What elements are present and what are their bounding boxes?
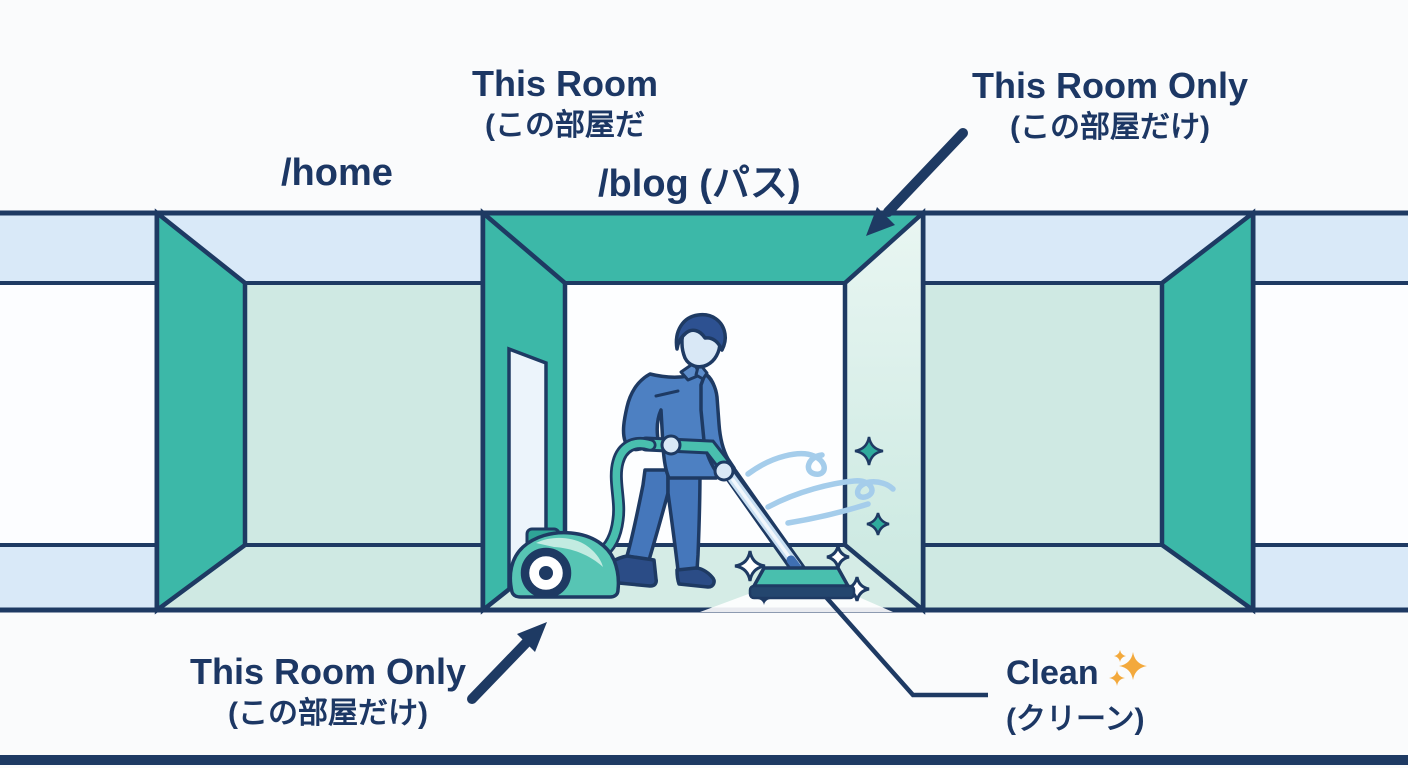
room-home bbox=[157, 213, 483, 610]
room-right bbox=[923, 213, 1253, 610]
label-this-room-only-bottom-en: This Room Only bbox=[189, 651, 466, 692]
label-this-room-jp: (この部屋だ bbox=[485, 109, 645, 142]
label-clean-en: Clean bbox=[1006, 654, 1099, 692]
label-clean-jp: (クリーン) bbox=[1006, 703, 1145, 736]
vacuum-cleaner bbox=[508, 436, 657, 599]
label-this-room-only-top: This Room Only (この部屋だけ) bbox=[940, 64, 1280, 148]
wall-blog-right bbox=[842, 207, 926, 615]
label-this-room: This Room (この部屋だ bbox=[395, 62, 735, 146]
clean-leader-line bbox=[823, 594, 988, 698]
label-this-room-only-top-jp: (この部屋だけ) bbox=[1010, 111, 1210, 144]
label-path-blog: /blog (パス) bbox=[598, 163, 801, 205]
wall-right-room bbox=[1159, 208, 1256, 615]
right-hand bbox=[713, 460, 735, 482]
bottom-rule bbox=[0, 755, 1408, 765]
wall-sparkles bbox=[854, 436, 890, 536]
corridor-right bbox=[1253, 213, 1408, 610]
wall-left-room bbox=[154, 208, 248, 615]
label-path-home: /home bbox=[281, 152, 393, 194]
vacuum-wand bbox=[638, 434, 856, 600]
cleaner-person bbox=[600, 312, 736, 589]
sparkles-icon bbox=[1107, 648, 1149, 701]
arrow-up-right-icon bbox=[467, 622, 547, 704]
label-this-room-only-bottom: This Room Only (この部屋だけ) bbox=[158, 650, 498, 734]
left-hand bbox=[660, 434, 682, 456]
label-this-room-only-bottom-jp: (この部屋だけ) bbox=[228, 697, 428, 730]
air-flow-lines bbox=[745, 451, 896, 526]
corridor-left bbox=[0, 213, 157, 610]
label-clean: Clean (クリーン) bbox=[1006, 648, 1149, 739]
label-this-room-only-top-en: This Room Only bbox=[971, 65, 1248, 106]
arrow-down-left-icon bbox=[866, 128, 968, 236]
label-this-room-en: This Room bbox=[472, 63, 658, 104]
